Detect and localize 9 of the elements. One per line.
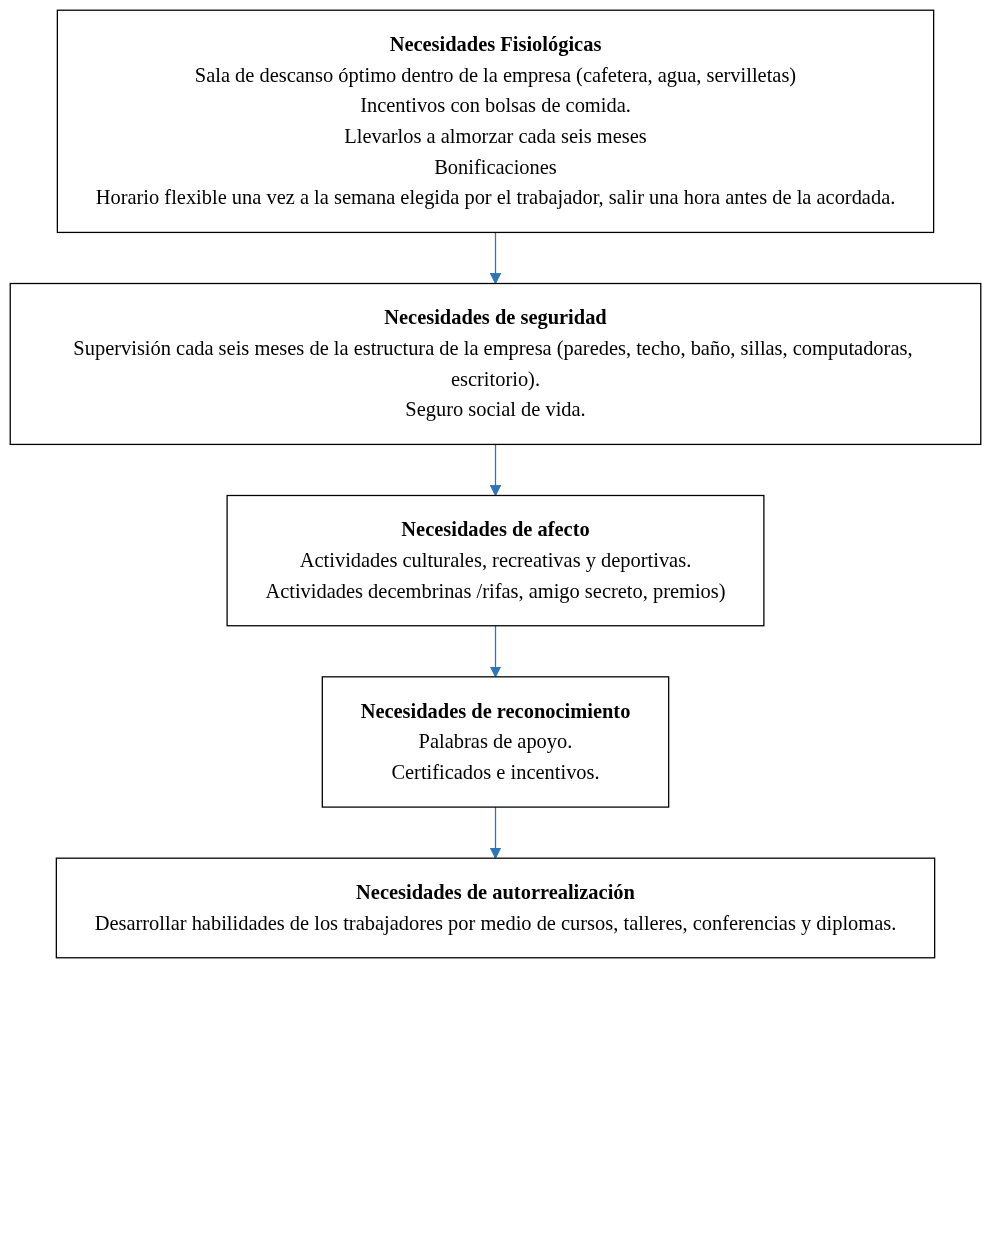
- node-box: Necesidades de seguridad Supervisión cada seis meses de la estructura de la empresa (paredes, techo, baño, sillas, computadoras, escritorio). Seguro social de vida.: [9, 282, 982, 446]
- arrow: [489, 443, 502, 496]
- arrow: [489, 806, 502, 859]
- node-box: Necesidades de reconocimiento Palabras de apoyo. Certificados e incentivos.: [321, 676, 670, 808]
- arrow: [489, 231, 502, 284]
- arrow: [489, 625, 502, 678]
- node-box: Necesidades de afecto Actividades culturales, recreativas y deportivas. Actividades decembrinas /rifas, amigo secreto, premios): [226, 494, 765, 627]
- node-box: Necesidades Fisiológicas Sala de descanso óptimo dentro de la empresa (cafetera, agua, servilletas) Incentivos con bolsas de comida. Llevarlos a almorzar cada seis meses Bonificaciones Horario flexible una vez a la semana elegida por el trabajador, salir una hora antes de la acordada.: [56, 9, 935, 234]
- node-box: Necesidades de autorrealización Desarrollar habilidades de los trabajadores por medio de cursos, talleres, conferencias y diplomas.: [55, 857, 936, 959]
